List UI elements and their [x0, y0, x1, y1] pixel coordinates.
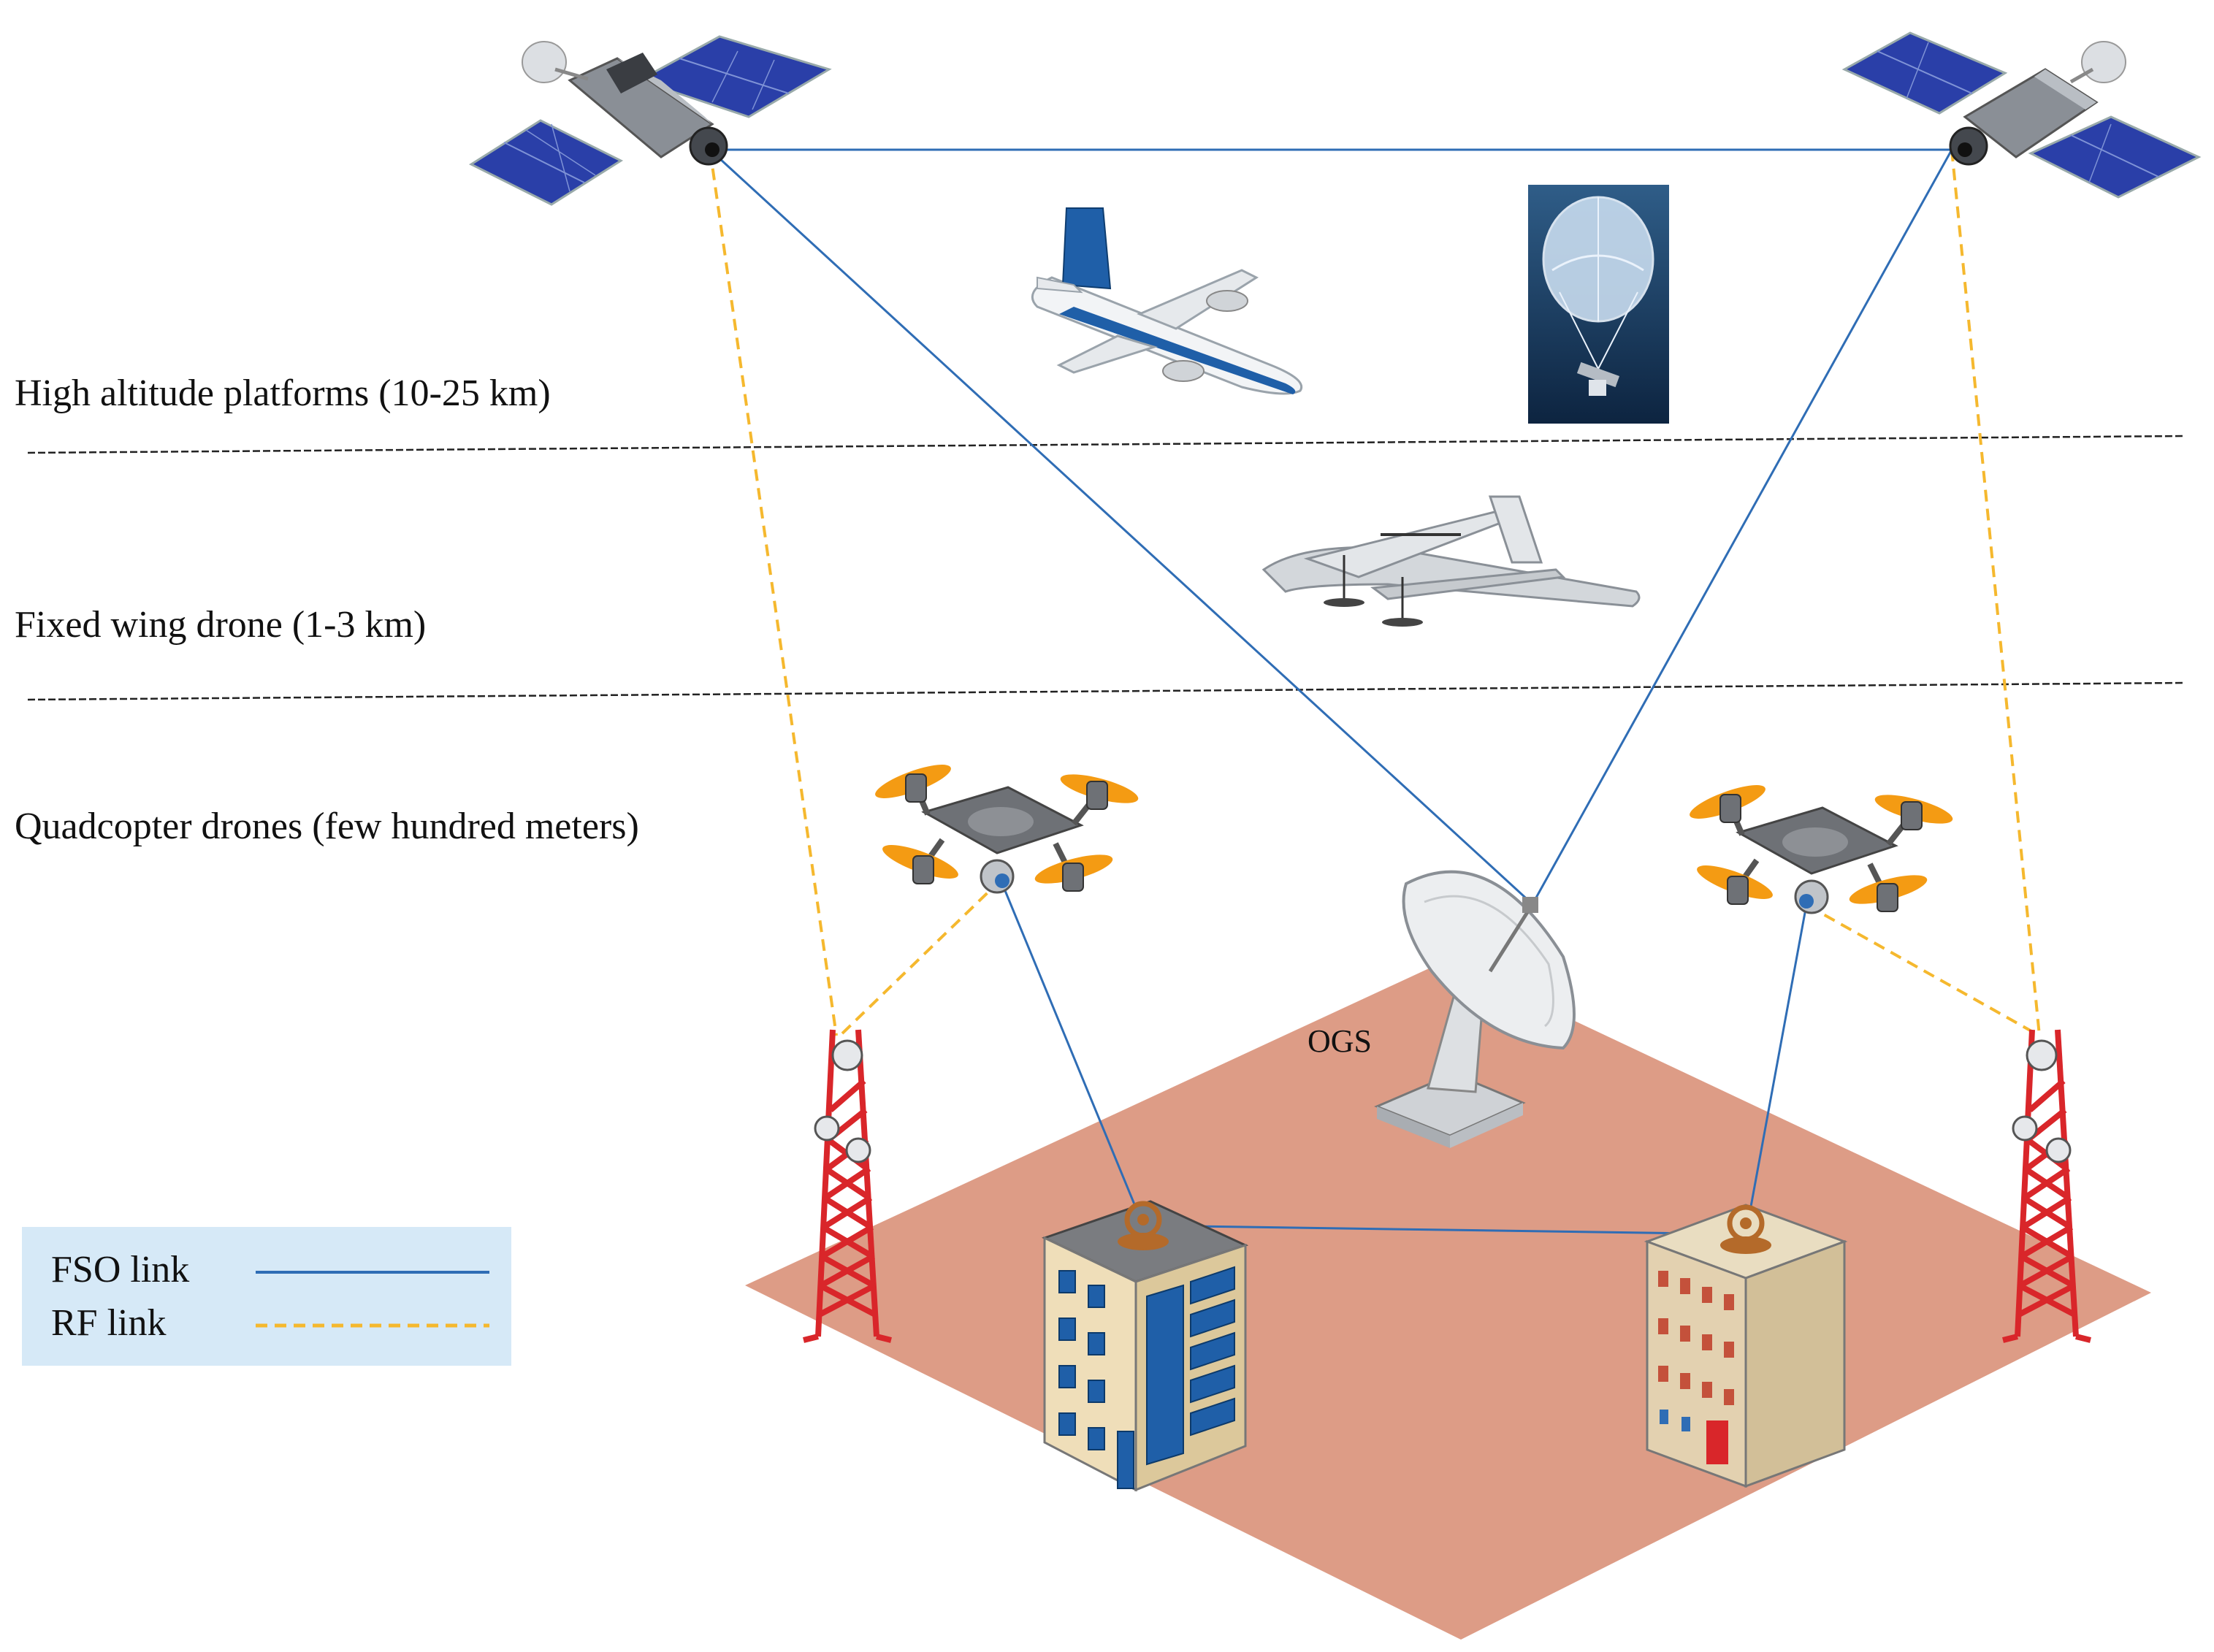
quadcopter-right-icon — [1690, 785, 1953, 914]
label-ogs: OGS — [1308, 1023, 1372, 1059]
ogs-dish-icon — [1374, 870, 1576, 1148]
building-right-icon — [1644, 1204, 1848, 1488]
legend-fso-label: FSO link — [51, 1249, 189, 1290]
building-left-terminal-icon — [1118, 1201, 1169, 1250]
radio-tower-right-icon — [2002, 1029, 2091, 1343]
radio-tower-left-icon — [803, 1029, 892, 1343]
fso-link-drone-right-building — [1744, 896, 1809, 1235]
rf-link-drone-left-tower — [839, 879, 1002, 1037]
fso-link-sat-right-ogs — [1531, 149, 1953, 905]
airplane-icon — [1031, 207, 1302, 395]
fso-links — [709, 148, 1953, 1236]
satellite-left-icon — [468, 35, 832, 206]
fso-link-drone-left-building — [999, 879, 1145, 1226]
altitude-divider-hap — [27, 435, 2185, 454]
satellite-right-icon — [1841, 31, 2202, 199]
rf-link-drone-right-tower — [1807, 904, 2040, 1037]
altitude-divider-fixed-wing — [27, 681, 2185, 701]
high-altitude-balloon-icon — [1528, 185, 1669, 424]
fixed-wing-drone-icon — [1261, 495, 1641, 627]
rf-link-sat-left-tower — [709, 149, 838, 1036]
label-quadcopter-drones: Quadcopter drones (few hundred meters) — [15, 806, 639, 847]
quadcopter-left-icon — [875, 765, 1139, 894]
building-left-icon — [1042, 1200, 1249, 1492]
building-right-terminal-icon — [1720, 1204, 1771, 1254]
label-high-altitude-platforms: High altitude platforms (10-25 km) — [15, 372, 551, 414]
rf-links — [709, 149, 2041, 1037]
label-fixed-wing-drone: Fixed wing drone (1-3 km) — [15, 604, 426, 646]
ground-plane — [745, 960, 2151, 1640]
fso-link-buildings — [1142, 1224, 1747, 1236]
legend-background — [22, 1227, 511, 1366]
legend-rf-label: RF link — [51, 1302, 167, 1344]
rf-link-sat-right-tower — [1950, 149, 2041, 1036]
fso-link-sat-left-ogs — [709, 148, 1534, 906]
legend: FSO link RF link — [22, 1227, 511, 1366]
